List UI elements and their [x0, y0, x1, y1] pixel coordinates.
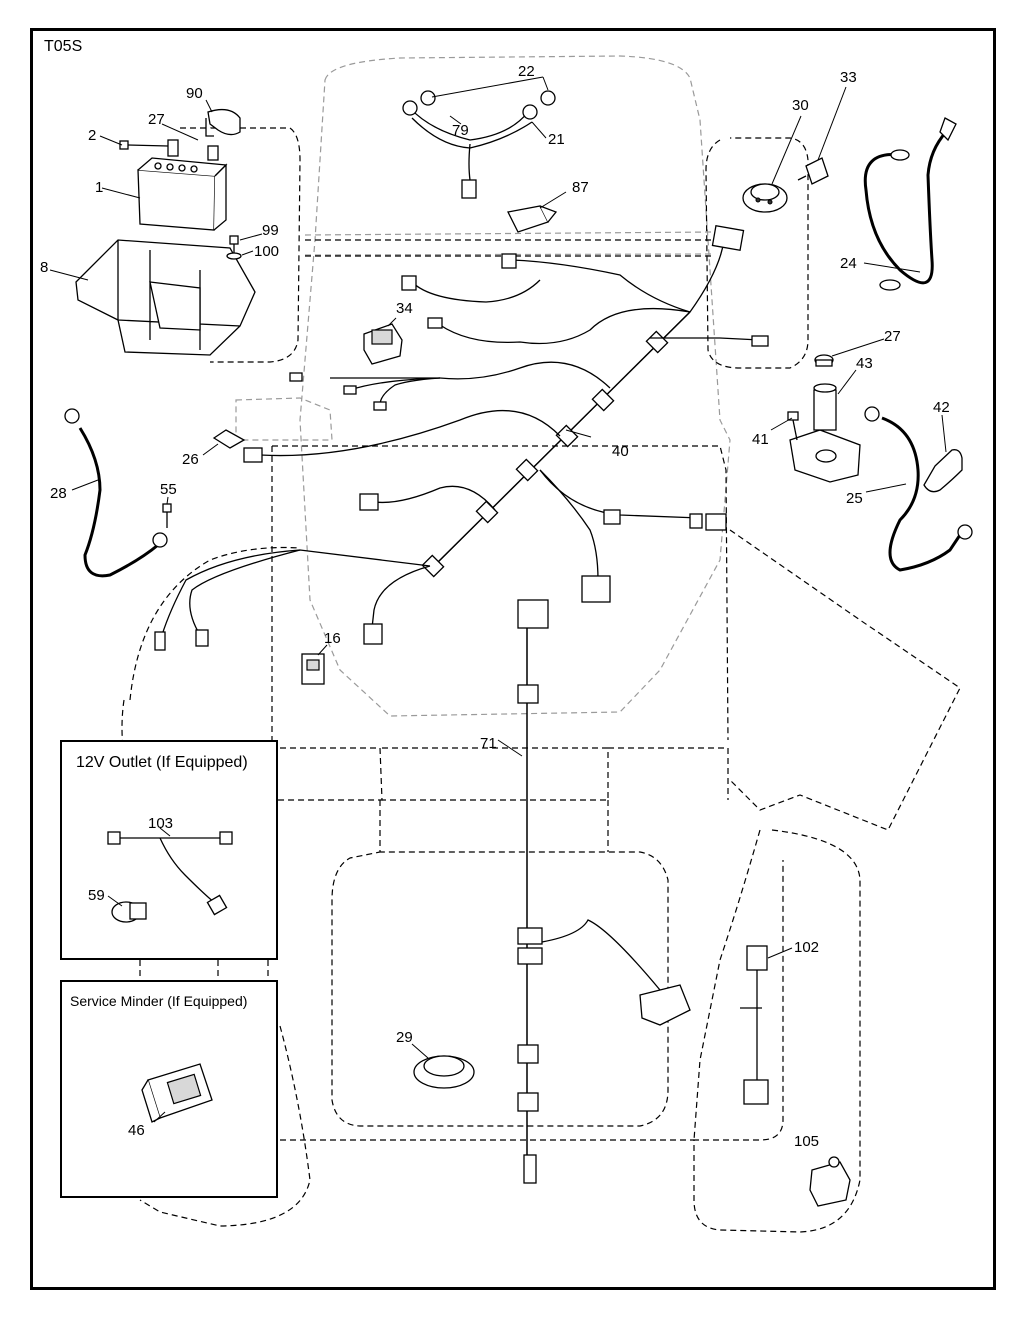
callout-33: 33 [840, 69, 857, 86]
callout-26: 26 [182, 451, 199, 468]
outlet-inset: 12V Outlet (If Equipped) [60, 740, 278, 960]
callout-27-solenoid: 27 [884, 328, 901, 345]
callout-28: 28 [50, 485, 67, 502]
diagram-frame [30, 28, 996, 1290]
callout-100: 100 [254, 243, 279, 260]
callout-22: 22 [518, 63, 535, 80]
switch-part-105 [809, 1156, 851, 1207]
battery-part-1 [137, 139, 228, 231]
callout-87: 87 [572, 179, 589, 196]
harness-part-71 [517, 599, 691, 1184]
hood-outline [235, 55, 731, 717]
grommet-part-29 [413, 1055, 475, 1089]
callout-55: 55 [160, 481, 177, 498]
callout-27: 27 [148, 111, 165, 128]
callout-2: 2 [88, 127, 96, 144]
cable-part-28 [64, 408, 168, 578]
callout-1: 1 [95, 179, 103, 196]
terminal-cover-part-90 [205, 108, 241, 137]
bolt-part-2 [119, 140, 169, 150]
switch-part-34 [363, 323, 403, 365]
screw-part-55 [162, 503, 172, 528]
callout-8: 8 [40, 259, 48, 276]
callout-25: 25 [846, 490, 863, 507]
outlet-inset-title: 12V Outlet (If Equipped) [76, 754, 248, 771]
headlight-harness-part-21 [402, 90, 556, 199]
bolt-part-41 [787, 411, 799, 441]
fuse-holder-part-26 [212, 429, 246, 449]
leader-lines [49, 76, 947, 1123]
cable-part-24 [863, 117, 957, 291]
callout-30: 30 [792, 97, 809, 114]
callout-79: 79 [452, 122, 469, 139]
harness-part-102 [740, 945, 769, 1105]
minder-inset: Service Minder (If Equipped) [60, 980, 278, 1198]
callout-40: 40 [612, 443, 629, 460]
callout-41: 41 [752, 431, 769, 448]
nut-part-27 [814, 354, 834, 367]
callout-42: 42 [933, 399, 950, 416]
diagram-code: T05S [44, 38, 82, 55]
callout-105: 105 [794, 1133, 819, 1150]
relay-part-87 [507, 205, 558, 233]
boot-part-42 [923, 449, 963, 493]
callout-71: 71 [480, 735, 497, 752]
callout-16: 16 [324, 630, 341, 647]
cable-part-25 [864, 406, 973, 572]
callout-103: 103 [148, 815, 173, 832]
callout-43: 43 [856, 355, 873, 372]
callout-99: 99 [262, 222, 279, 239]
sensor-part-16 [301, 653, 325, 685]
callout-90: 90 [186, 85, 203, 102]
callout-29: 29 [396, 1029, 413, 1046]
bolt-part-99-100 [226, 235, 242, 260]
callout-34: 34 [396, 300, 413, 317]
minder-inset-title: Service Minder (If Equipped) [70, 993, 247, 1009]
callout-24: 24 [840, 255, 857, 272]
main-harness-part-40 [154, 224, 769, 651]
key-part-33 [797, 157, 829, 185]
ignition-switch-part-30 [742, 183, 788, 213]
callout-59: 59 [88, 887, 105, 904]
solenoid-part-43 [789, 383, 861, 483]
callout-21: 21 [548, 131, 565, 148]
callout-102: 102 [794, 939, 819, 956]
callouts: 1 2 8 27 90 99 100 22 21 79 87 30 33 24 … [40, 63, 950, 1150]
battery-tray-part-8 [75, 239, 256, 356]
callout-46: 46 [128, 1122, 145, 1139]
